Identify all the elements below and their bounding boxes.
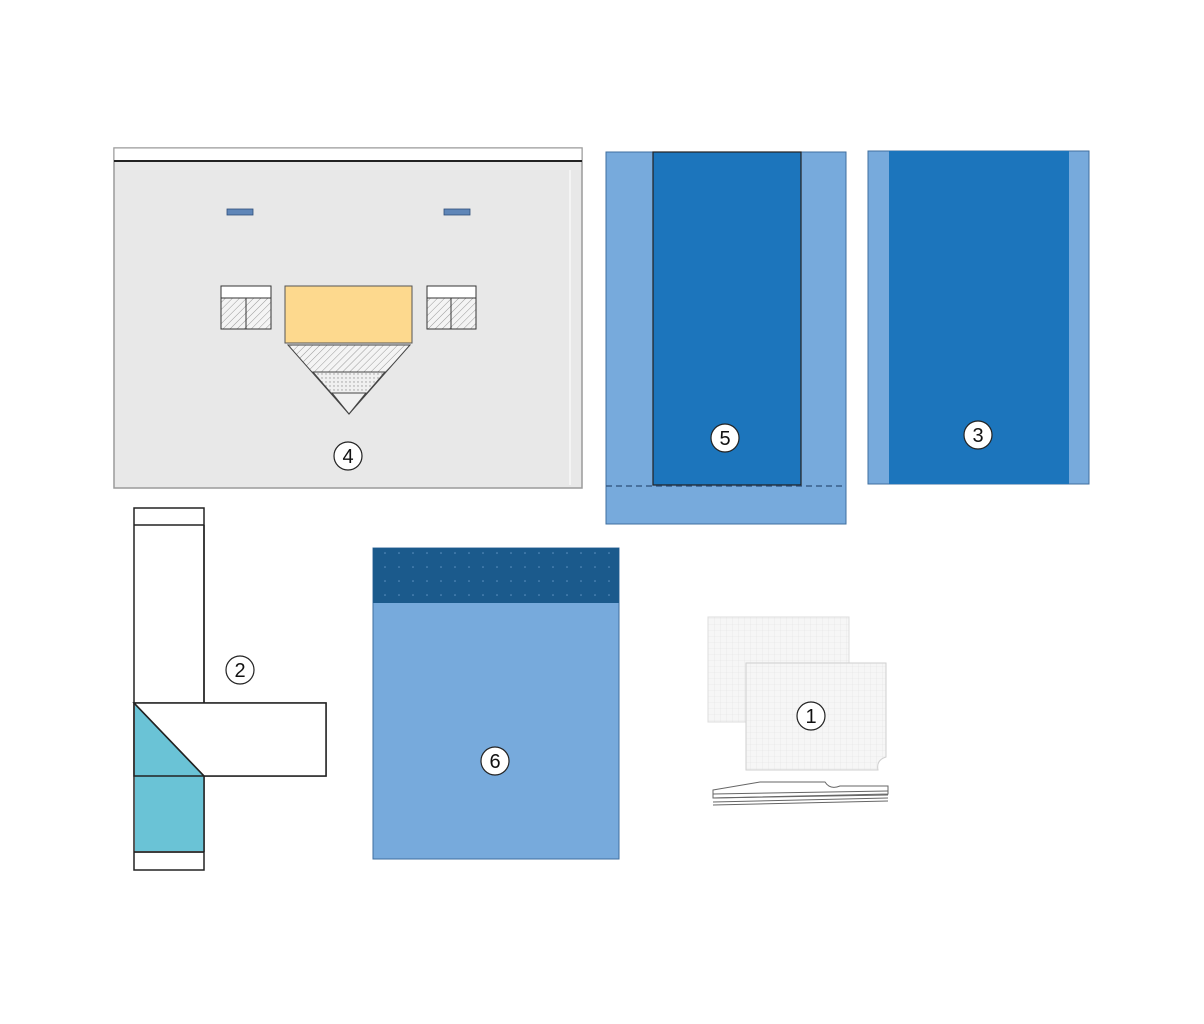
item-3-number: 3 [972,425,983,447]
item-6-number: 6 [489,751,500,773]
bag-drape-icon: 6 [372,547,620,860]
blue-drape-icon: 3 [867,150,1090,485]
pocket-left [220,285,272,330]
item-4-number: 4 [342,446,353,468]
blue-drape-with-cuff-icon: 5 [605,151,847,525]
item-2-number: 2 [234,660,245,682]
item-5-number: 5 [719,428,730,450]
fenestrated-drape-icon: 4 [113,147,583,489]
t-drape-icon: 2 [132,507,327,871]
fenestration-area [284,285,413,344]
fluid-pouch [286,344,412,415]
item-1-number: 1 [805,706,816,728]
pocket-right [426,285,477,330]
swab-pads-icon: 1 [707,616,889,806]
